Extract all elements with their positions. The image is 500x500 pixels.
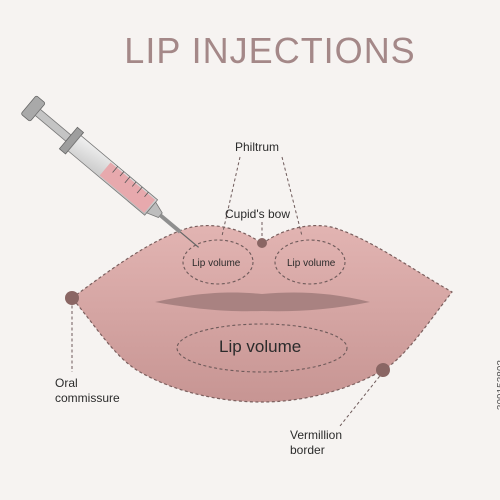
page-title: LIP INJECTIONS [124,30,416,71]
label-oral-commissure: Oral commissure [55,376,120,406]
lip-volume-zone-lower [176,323,348,373]
vermillion-marker [376,363,390,377]
label-oral-commissure-line1: Oral [55,376,78,390]
label-philtrum: Philtrum [235,140,280,154]
label-lip-volume-upper-left: Lip volume [192,258,241,269]
oral-commissure-marker [65,291,79,305]
label-lip-volume-upper-right: Lip volume [287,258,336,269]
label-vermillion-line2: border [290,443,325,457]
philtrum-leader-right [281,156,303,237]
philtrum-leader-left [221,156,241,237]
syringe-icon [21,95,200,248]
label-vermillion-border: Vermillion border [290,428,342,458]
label-lip-volume-lower: Lip volume [219,337,302,356]
lip-volume-zone-upper-right [274,239,346,285]
vermillion-leader [339,371,384,427]
label-vermillion-line1: Vermillion [290,428,343,442]
lip-volume-zone-upper-left [182,239,254,285]
cupids-bow-marker [257,238,267,248]
stock-id: 309153802 [496,360,500,411]
lips-shape [71,224,453,403]
lips-illustration [71,224,453,403]
mouth-line [155,292,370,312]
label-cupids-bow: Cupid's bow [225,207,290,221]
leader-lines [71,156,384,427]
label-oral-commissure-line2: commissure [55,391,120,405]
